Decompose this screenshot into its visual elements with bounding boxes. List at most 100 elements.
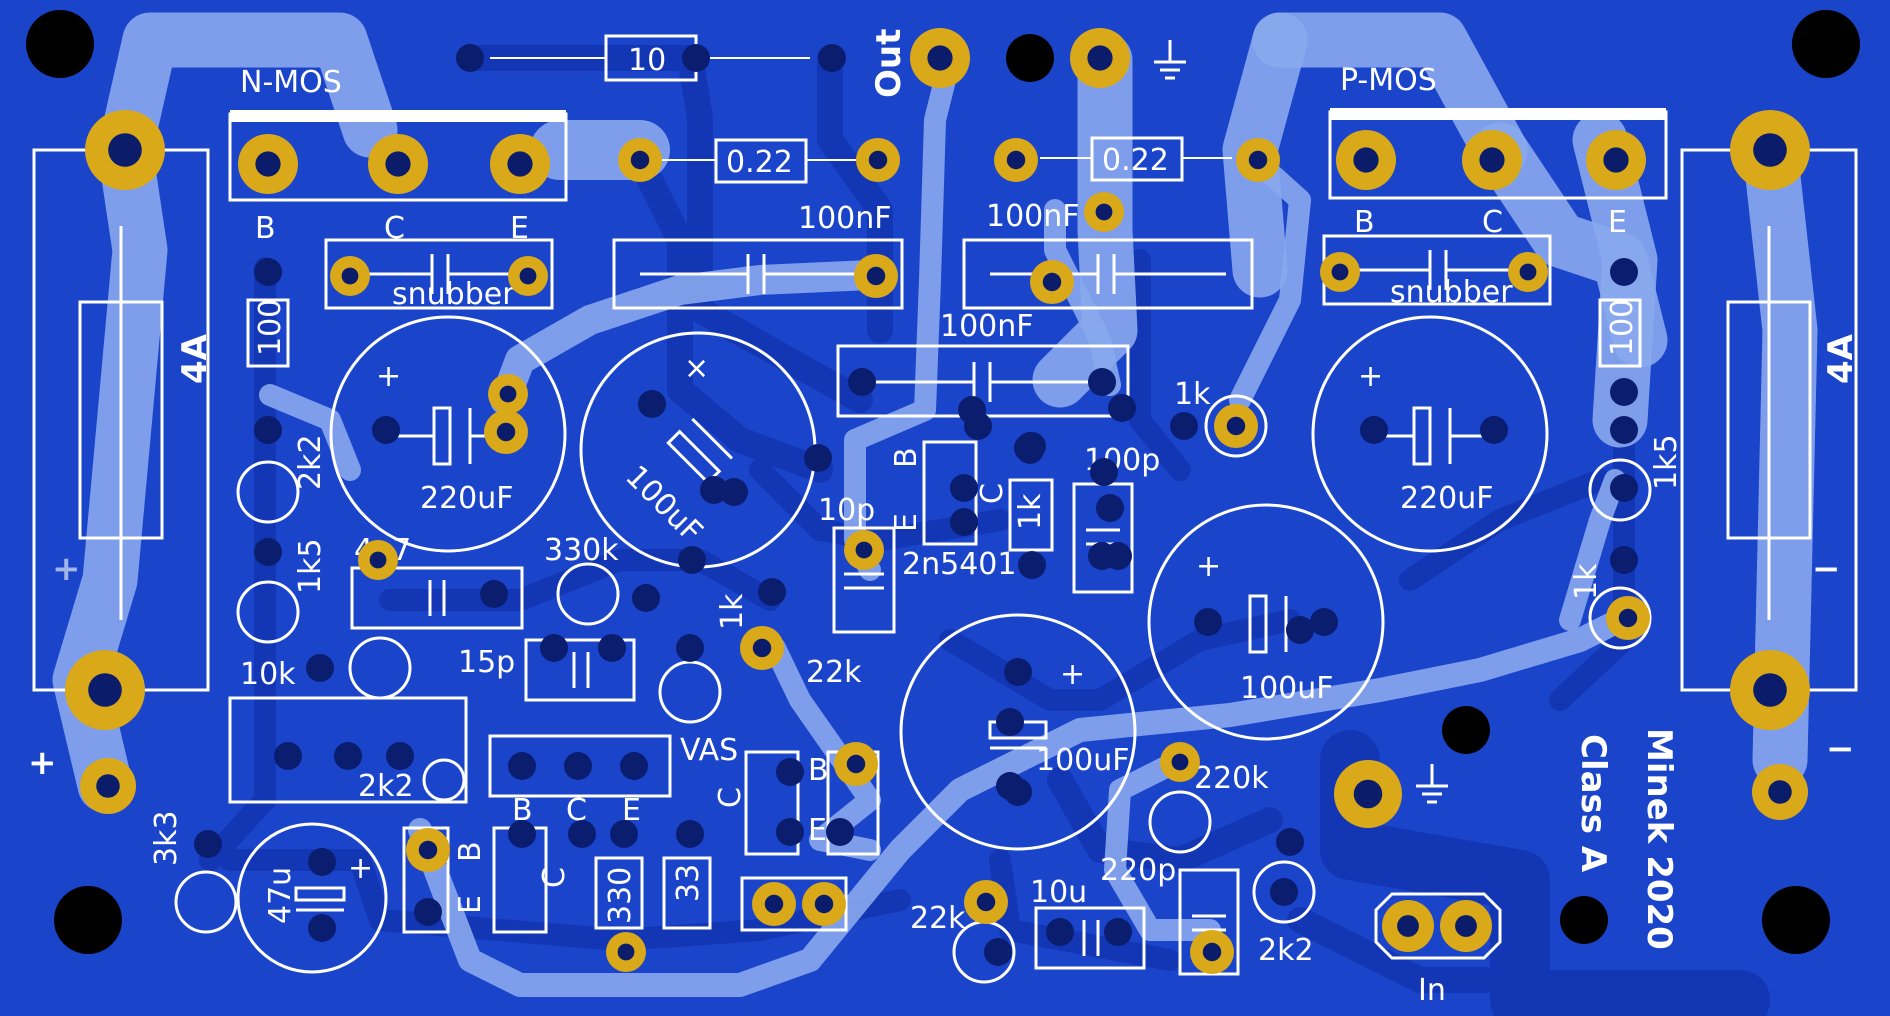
via	[1276, 828, 1304, 856]
solder-pad	[1508, 252, 1548, 292]
solder-pad	[618, 138, 662, 182]
solder-pad	[1606, 596, 1650, 640]
small-resistor-circles	[174, 394, 1652, 984]
label-q2-e: E	[808, 813, 827, 848]
solder-pad	[1462, 130, 1522, 190]
label-snubber-left: snubber	[392, 277, 515, 312]
solder-pad	[80, 758, 136, 814]
via	[540, 634, 568, 662]
via	[386, 742, 414, 770]
via	[758, 578, 786, 606]
label-e-left: E	[510, 211, 529, 246]
label-c-15p: 15p	[458, 645, 515, 680]
label-in: In	[1418, 973, 1446, 1008]
solder-pad	[490, 134, 550, 194]
solder-pad	[910, 28, 970, 88]
solder-pad	[740, 626, 784, 670]
cap-15p-outline	[524, 638, 636, 702]
via	[1610, 416, 1638, 444]
via	[678, 546, 706, 574]
cap-10u-outline	[1034, 906, 1146, 970]
label-plus-47u: +	[348, 851, 373, 886]
solder-pad	[1236, 138, 1280, 182]
resistor-33	[662, 856, 712, 930]
label-q-2n5401: 2n5401	[902, 547, 1016, 582]
via	[1610, 546, 1638, 574]
via	[1104, 542, 1132, 570]
cap-220uf-left-outline	[329, 315, 567, 553]
label-c-100uf-bottom: 100uF	[1036, 743, 1130, 778]
label-plus-fuse-left: +	[52, 549, 81, 589]
label-c-100nf-2: 100nF	[986, 199, 1080, 234]
solder-pad	[994, 138, 1038, 182]
input-header-outline	[1374, 892, 1502, 960]
mounting-holes	[26, 10, 1860, 954]
label-plus-220-right: +	[1358, 359, 1383, 394]
cap-4n7-outline	[350, 566, 524, 630]
resistor-330	[594, 856, 644, 930]
via	[610, 820, 638, 848]
cap-47u-outline	[236, 822, 388, 974]
label-c-10p: 10p	[818, 493, 875, 528]
via	[996, 772, 1024, 800]
label-r-2k2-bottom-right: 2k2	[1258, 933, 1314, 968]
label-r-1k-mid: 1k	[1013, 493, 1048, 530]
solder-pad	[1320, 252, 1360, 292]
resistor-100-right	[1598, 298, 1642, 368]
label-q-bce-e: E	[622, 793, 641, 828]
via	[848, 368, 876, 396]
label-r-2k2-top: 2k2	[293, 434, 328, 490]
solder-pad	[368, 134, 428, 194]
solder-pad	[964, 880, 1008, 924]
via	[1046, 918, 1074, 946]
label-c-100uf-right: 100uF	[1240, 671, 1334, 706]
label-b-left: B	[255, 211, 276, 246]
solder-pad	[1382, 900, 1434, 952]
via	[996, 708, 1024, 736]
via	[676, 820, 704, 848]
label-x-100uf: ×	[684, 351, 709, 386]
label-out: Out	[869, 29, 909, 98]
label-r-022-left: 0.22	[726, 145, 793, 180]
solder-pad	[1730, 650, 1810, 730]
solder-pad	[358, 540, 398, 580]
via	[632, 584, 660, 612]
via	[984, 938, 1012, 966]
resistor-10: 10	[490, 34, 810, 82]
label-c-right: C	[1482, 205, 1503, 240]
label-plus-100-bottom: +	[1060, 657, 1085, 692]
label-c-220uf-right: 220uF	[1400, 481, 1494, 516]
label-c-left: C	[384, 211, 405, 246]
solder-pad	[1586, 130, 1646, 190]
via	[306, 654, 334, 682]
label-r-220k: 220k	[1194, 761, 1269, 796]
via	[414, 898, 442, 926]
solder-pad	[406, 828, 450, 872]
via	[958, 396, 986, 424]
q2-outline	[744, 750, 800, 856]
solder-pad	[844, 530, 884, 570]
solder-pad	[1160, 742, 1200, 782]
solder-pad	[1070, 28, 1130, 88]
via	[1090, 458, 1118, 486]
solder-pad	[508, 256, 548, 296]
via	[1018, 551, 1046, 579]
via	[1360, 416, 1388, 444]
solder-pad	[488, 374, 528, 414]
via	[254, 538, 282, 566]
via	[1480, 416, 1508, 444]
via	[950, 474, 978, 502]
label-c-10u: 10u	[1030, 875, 1087, 910]
label-minus-right: −	[1826, 729, 1855, 769]
via	[598, 634, 626, 662]
via	[508, 820, 536, 848]
via	[254, 416, 282, 444]
label-q3-c: C	[537, 867, 572, 888]
via	[308, 914, 336, 942]
via	[568, 820, 596, 848]
label-c-47u: 47u	[263, 867, 298, 924]
label-minus-fuse-right: −	[1812, 549, 1841, 589]
label-q-bce-b: B	[512, 793, 533, 828]
label-r-22k-mid: 22k	[806, 655, 862, 690]
